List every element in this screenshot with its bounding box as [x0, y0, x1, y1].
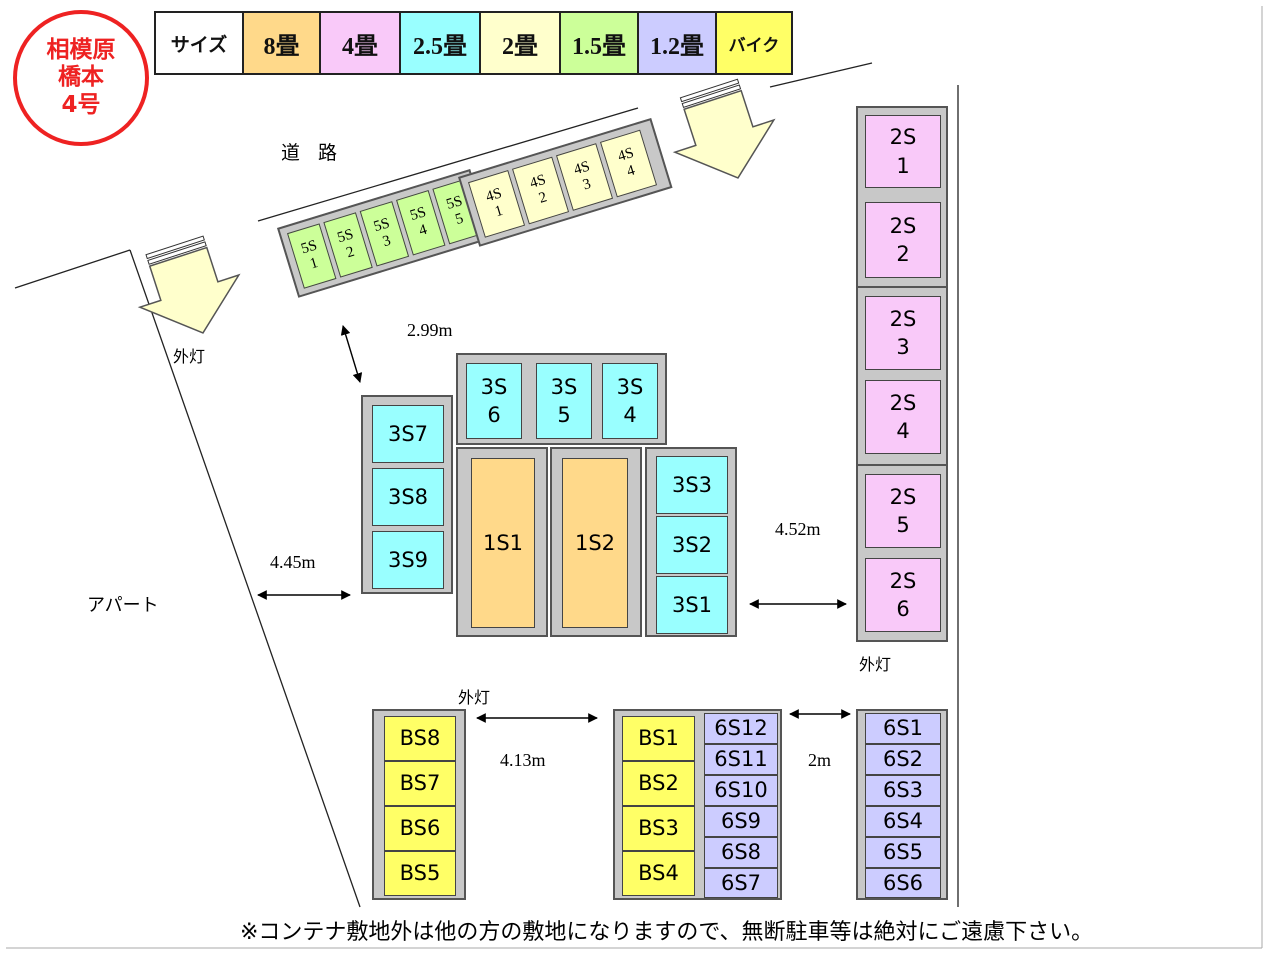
unit-3s7[interactable]: 3S7: [372, 405, 444, 463]
unit-6s1[interactable]: 6S1: [865, 713, 941, 744]
unit-bs2[interactable]: BS2: [622, 761, 695, 806]
legend-1-5jo: 1.5畳: [559, 11, 639, 75]
unit-3s9[interactable]: 3S9: [372, 531, 444, 589]
unit-bs1[interactable]: BS1: [622, 716, 695, 761]
unit-3s3[interactable]: 3S3: [656, 456, 728, 514]
unit-3s2[interactable]: 3S2: [656, 516, 728, 574]
unit-bs5[interactable]: BS5: [384, 851, 456, 896]
container-block-6s-right: 6S1 6S2 6S3 6S4 6S5 6S6: [856, 709, 948, 900]
unit-6s11[interactable]: 6S11: [704, 744, 778, 775]
entrance-arrow-right: [672, 78, 776, 179]
legend-size-header: サイズ: [154, 11, 244, 75]
legend-8jo: 8畳: [242, 11, 321, 75]
legend-2jo: 2畳: [479, 11, 561, 75]
container-block-1s1: 1S1: [456, 447, 548, 637]
unit-6s7[interactable]: 6S7: [704, 868, 778, 898]
badge-line1: 相模原: [46, 36, 116, 63]
unit-6s2[interactable]: 6S2: [865, 744, 941, 775]
legend-1-2jo: 1.2畳: [637, 11, 717, 75]
distance-label-445: 4.45m: [270, 552, 316, 572]
legend-4jo: 4畳: [319, 11, 401, 75]
unit-bs4[interactable]: BS4: [622, 851, 695, 896]
distance-label-2: 2m: [808, 750, 832, 770]
unit-6s3[interactable]: 6S3: [865, 775, 941, 806]
entrance-arrow-left: [137, 235, 241, 334]
container-block-bs-6s-mid: BS1 BS2 BS3 BS4 6S12 6S11 6S10 6S9 6S8 6…: [613, 709, 782, 900]
distance-label-413: 4.13m: [500, 750, 546, 770]
unit-6s8[interactable]: 6S8: [704, 837, 778, 868]
unit-6s5[interactable]: 6S5: [865, 837, 941, 868]
unit-bs3[interactable]: BS3: [622, 806, 695, 851]
unit-bs7[interactable]: BS7: [384, 761, 456, 806]
unit-6s4[interactable]: 6S4: [865, 806, 941, 837]
badge-line2: 橋本: [58, 64, 104, 91]
badge-line3: 4号: [61, 91, 101, 118]
unit-6s9[interactable]: 6S9: [704, 806, 778, 837]
unit-1s2[interactable]: 1S2: [562, 458, 628, 628]
unit-3s8[interactable]: 3S8: [372, 468, 444, 526]
unit-bs6[interactable]: BS6: [384, 806, 456, 851]
road-edge-right: [769, 62, 873, 88]
road-label: 道 路: [281, 142, 344, 164]
unit-3s1[interactable]: 3S1: [656, 576, 728, 634]
unit-bs8[interactable]: BS8: [384, 716, 456, 761]
dist-arrow-299: [340, 325, 363, 383]
street-light-label-1: 外灯: [173, 347, 206, 366]
street-light-label-3: 外灯: [458, 688, 491, 707]
container-block-bs-left: BS8 BS7 BS6 BS5: [372, 709, 466, 900]
unit-1s1[interactable]: 1S1: [471, 458, 535, 628]
distance-label-452: 4.52m: [775, 519, 821, 539]
location-badge: 相模原 橋本 4号: [13, 10, 149, 146]
notice-text: ※コンテナ敷地外は他の方の敷地になりますので、無断駐車等は絶対にご遠慮下さい。: [240, 920, 1094, 945]
apartment-label: アパート: [87, 595, 159, 616]
road-edge-upper: [257, 107, 639, 222]
container-block-3s-right: 3S3 3S2 3S1: [645, 447, 737, 637]
street-light-label-2: 外灯: [859, 655, 892, 674]
container-block-1s2: 1S2: [550, 447, 642, 637]
distance-label-299: 2.99m: [407, 320, 453, 340]
unit-6s10[interactable]: 6S10: [704, 775, 778, 806]
container-block-3s-left: 3S7 3S8 3S9: [361, 395, 453, 594]
legend-2-5jo: 2.5畳: [399, 11, 481, 75]
legend-bike: バイク: [715, 11, 793, 75]
apartment-boundary: [129, 249, 361, 908]
road-edge-left: [14, 249, 131, 289]
unit-6s12[interactable]: 6S12: [704, 713, 778, 744]
unit-6s6[interactable]: 6S6: [865, 868, 941, 898]
